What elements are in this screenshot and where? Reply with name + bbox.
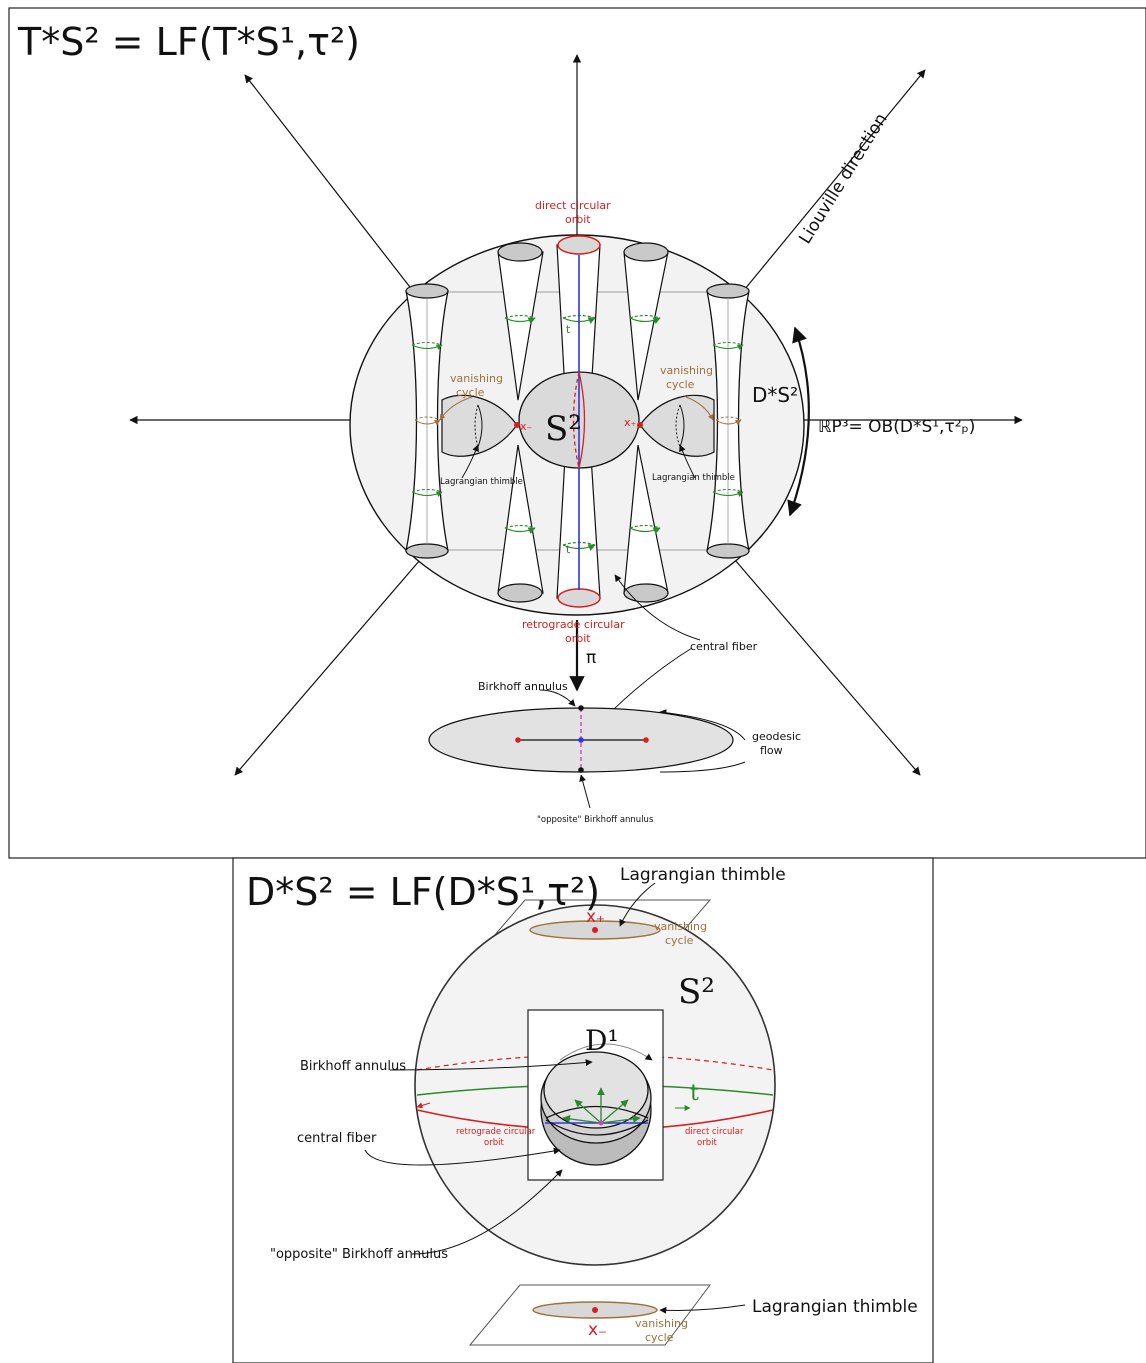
top-annotation-arrows xyxy=(439,326,810,809)
pi-label: π xyxy=(586,648,596,668)
top-vanishing-line1: vanishing xyxy=(654,920,707,933)
rp3-label: ℝP³= OB(D*S¹,τ²ₚ) xyxy=(818,417,975,437)
top-birkhoff-label: Birkhoff annulus xyxy=(478,680,568,693)
equator-back xyxy=(416,1054,774,1071)
right-vanishing-line2: cycle xyxy=(666,378,695,391)
sphere-meridian xyxy=(578,371,586,469)
top-central-fiber-label: central fiber xyxy=(690,640,758,653)
bottom-annotation-arrows xyxy=(364,882,746,1314)
bottom-birkhoff-label: Birkhoff annulus xyxy=(300,1059,406,1074)
bottom-critical-point xyxy=(592,1307,598,1313)
right-thimble xyxy=(637,394,715,457)
sphere-meridian-dashed xyxy=(572,371,580,469)
d1-label: D¹ xyxy=(585,1024,619,1057)
bottom-x-plus-label: x₊ xyxy=(586,907,605,927)
geodesic-line2: flow xyxy=(760,744,783,757)
right-vanishing-line1: vanishing xyxy=(660,364,713,377)
t-top-label: t xyxy=(566,323,571,336)
top-sphere-label: S² xyxy=(545,409,582,449)
left-vanishing-line1: vanishing xyxy=(450,372,503,385)
retro-direction-arrow xyxy=(416,1102,431,1109)
right-cylinder xyxy=(706,283,750,559)
right-thimble-label: Lagrangian thimble xyxy=(652,473,735,483)
direct-orbit-line2: orbit xyxy=(565,213,591,226)
bottom-direct-line1: direct circular xyxy=(685,1127,744,1137)
bottom-x-minus-label: x₋ xyxy=(588,1320,607,1340)
bottom-title: D*S² = LF(D*S¹,τ²) xyxy=(246,870,600,914)
top-title: T*S² = LF(T*S¹,τ²) xyxy=(17,20,360,64)
bottom-vanishing-line1: vanishing xyxy=(635,1317,688,1330)
bottom-opposite-birkhoff-label: "opposite" Birkhoff annulus xyxy=(270,1247,448,1262)
bottom-vanishing-line2: cycle xyxy=(645,1331,674,1344)
left-vanishing-line2: cycle xyxy=(456,386,485,399)
bottom-retro-line1: retrograde circular xyxy=(456,1127,536,1137)
x-minus-label: x₋ xyxy=(520,420,533,433)
retro-orbit-line1: retrograde circular xyxy=(522,618,625,631)
radial-arrows xyxy=(129,54,1023,776)
bottom-t-label: t xyxy=(690,1081,699,1106)
direct-orbit-line1: direct circular xyxy=(535,199,611,212)
top-opposite-birkhoff-label: "opposite" Birkhoff annulus xyxy=(537,815,654,825)
base-disk xyxy=(428,705,734,773)
left-thimble-label: Lagrangian thimble xyxy=(440,477,523,487)
left-thimble xyxy=(441,394,520,457)
bottom-direct-line2: orbit xyxy=(697,1138,717,1148)
retro-orbit-line2: orbit xyxy=(565,632,591,645)
thimble-top-label: Lagrangian thimble xyxy=(620,865,786,885)
birkhoff-stack xyxy=(540,1043,653,1166)
bottom-retro-line2: orbit xyxy=(484,1138,504,1148)
geodesic-line1: geodesic xyxy=(752,730,801,743)
top-vanishing-line2: cycle xyxy=(665,934,694,947)
bottom-central-fiber-label: central fiber xyxy=(297,1131,377,1146)
t-bottom-label: t xyxy=(566,543,571,556)
thimble-bottom-label: Lagrangian thimble xyxy=(752,1297,918,1317)
top-critical-point xyxy=(592,927,598,933)
bottom-sphere-label: S² xyxy=(678,972,715,1012)
x-plus-label: x₊ xyxy=(624,416,637,429)
ds2-label: D*S² xyxy=(752,383,798,407)
left-cylinder xyxy=(405,283,449,559)
